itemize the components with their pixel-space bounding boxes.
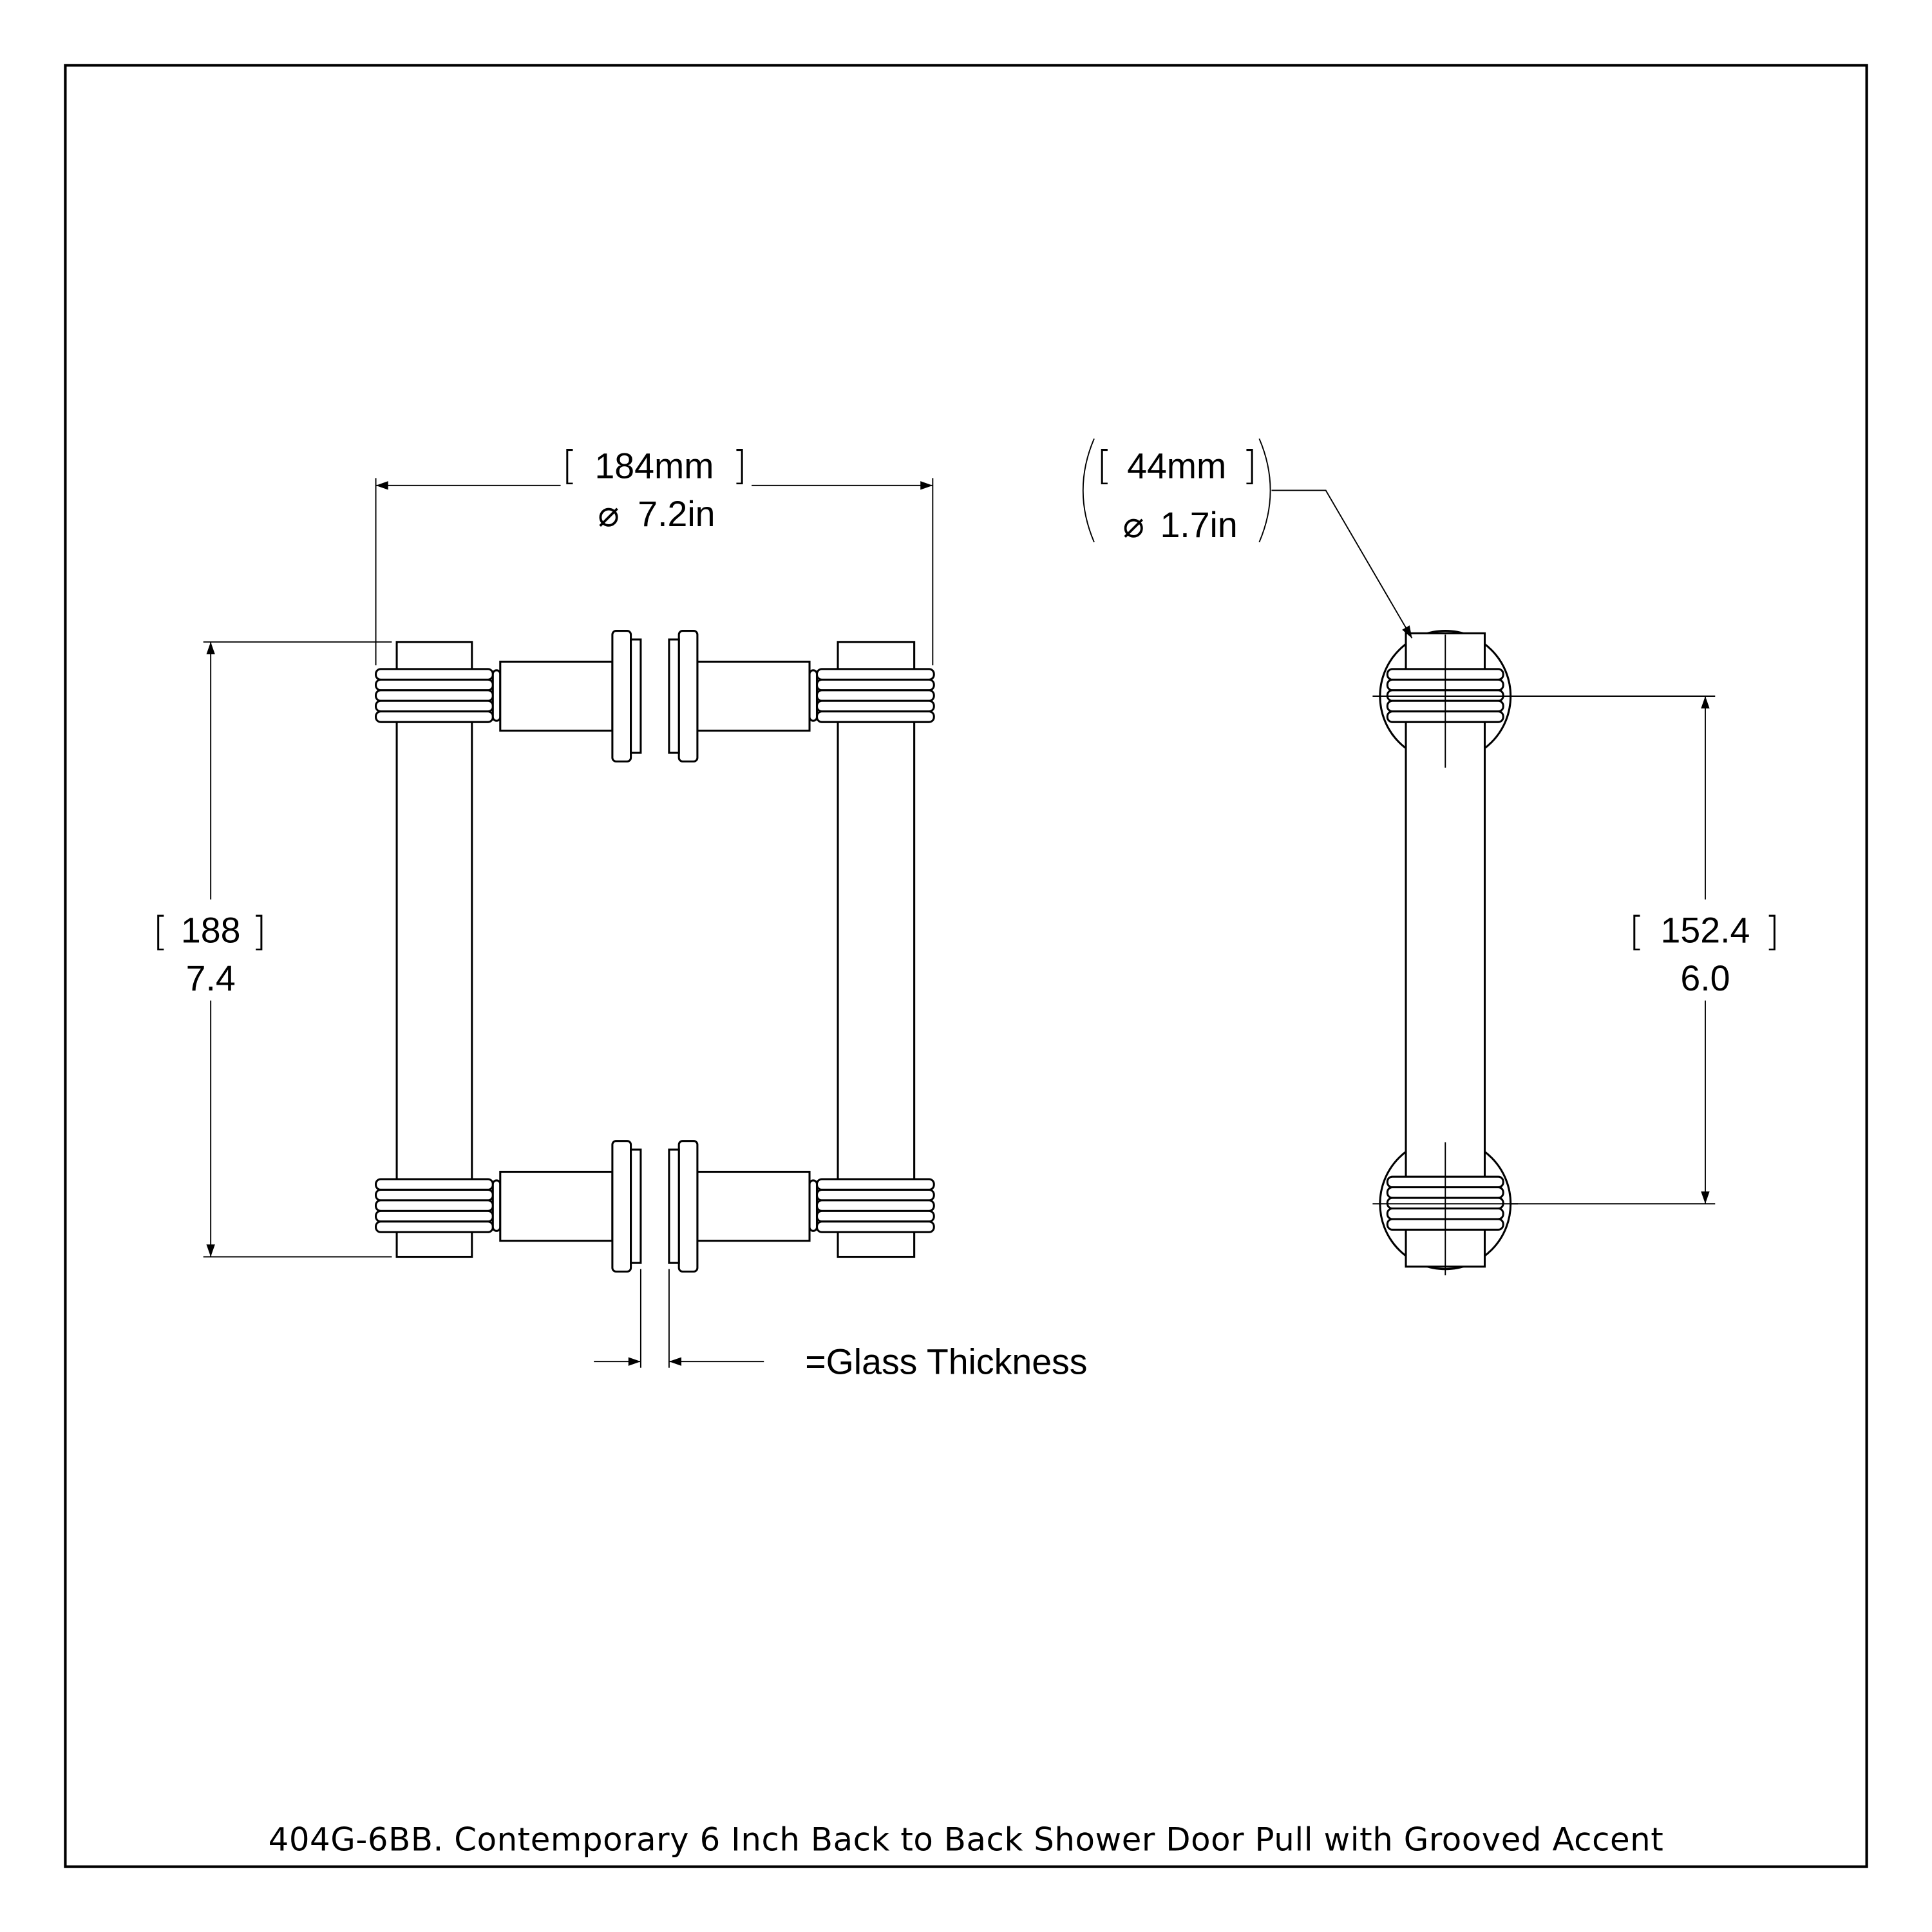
svg-text:[: [ [562,443,577,489]
front-view [375,630,935,1273]
svg-text:[: [ [153,909,168,954]
svg-text:[: [ [1629,909,1644,954]
grooved-ring [375,699,494,713]
grooved-ring [815,689,935,702]
grooved-ring [375,710,494,723]
center-distance-dimension: [ 152.4 ] 6.0 [1509,696,1780,1205]
grooved-ring [815,710,935,723]
flange-step [668,638,680,754]
width-metric: 184mm [594,446,714,486]
svg-text:]: ] [732,443,747,489]
grooved-ring [815,678,935,692]
drawing-title: 404G-6BB. Contemporary 6 Inch Back to Ba… [269,1821,1664,1859]
standoff-cylinder [696,660,811,732]
diameter-imperial: 1.7in [1160,505,1237,545]
flange-step [668,1148,680,1264]
grooved-ring [815,1178,935,1191]
standoff-cylinder [696,1170,811,1242]
diameter-metric: 44mm [1127,446,1226,486]
flange [677,630,699,762]
grooved-ring [815,699,935,713]
height-metric: 188 [181,911,241,951]
svg-text:]: ] [251,909,267,954]
center-distance-metric: 152.4 [1661,911,1750,951]
width-dimension: [ 184mm ] ⌀ 7.2in [375,443,934,666]
svg-text:]: ] [1242,443,1258,489]
grooved-ring [375,678,494,692]
diameter-symbol: ⌀ [598,494,619,534]
grooved-ring [375,689,494,702]
grooved-ring [375,668,494,681]
grooved-ring [815,668,935,681]
grooved-ring [375,1188,494,1202]
washer [491,1179,502,1232]
svg-text:]: ] [1765,909,1780,954]
height-dimension: [ 188 ] 7.4 [153,641,392,1258]
flange [677,1140,699,1273]
grooved-ring [815,1188,935,1202]
grooved-ring [375,1209,494,1223]
diameter-dimension: [ 44mm ] ⌀ 1.7in [1082,438,1413,639]
flange-step [630,1148,642,1264]
washer [808,1179,819,1232]
grooved-ring [375,1178,494,1191]
center-distance-imperial: 6.0 [1680,958,1730,998]
left-handle-bar [395,641,473,1258]
flange [611,630,632,762]
grooved-ring [815,1220,935,1233]
grooved-ring [375,1199,494,1212]
sheet-border [64,64,1868,1868]
flange-step [630,638,642,754]
washer [808,669,819,722]
glass-thickness-dimension: =Glass Thickness [594,1269,1088,1381]
standoff-cylinder [499,660,614,732]
svg-text:[: [ [1097,443,1112,489]
grooved-ring [375,1220,494,1233]
grooved-ring [815,1209,935,1223]
grooved-ring [815,1199,935,1212]
washer [491,669,502,722]
flange [611,1140,632,1273]
standoff-cylinder [499,1170,614,1242]
width-imperial: 7.2in [638,494,715,534]
glass-thickness-label: =Glass Thickness [805,1341,1087,1381]
side-view [1372,630,1519,1276]
height-imperial: 7.4 [186,958,236,998]
diameter-symbol-side: ⌀ [1123,505,1144,545]
right-handle-bar [837,641,916,1258]
